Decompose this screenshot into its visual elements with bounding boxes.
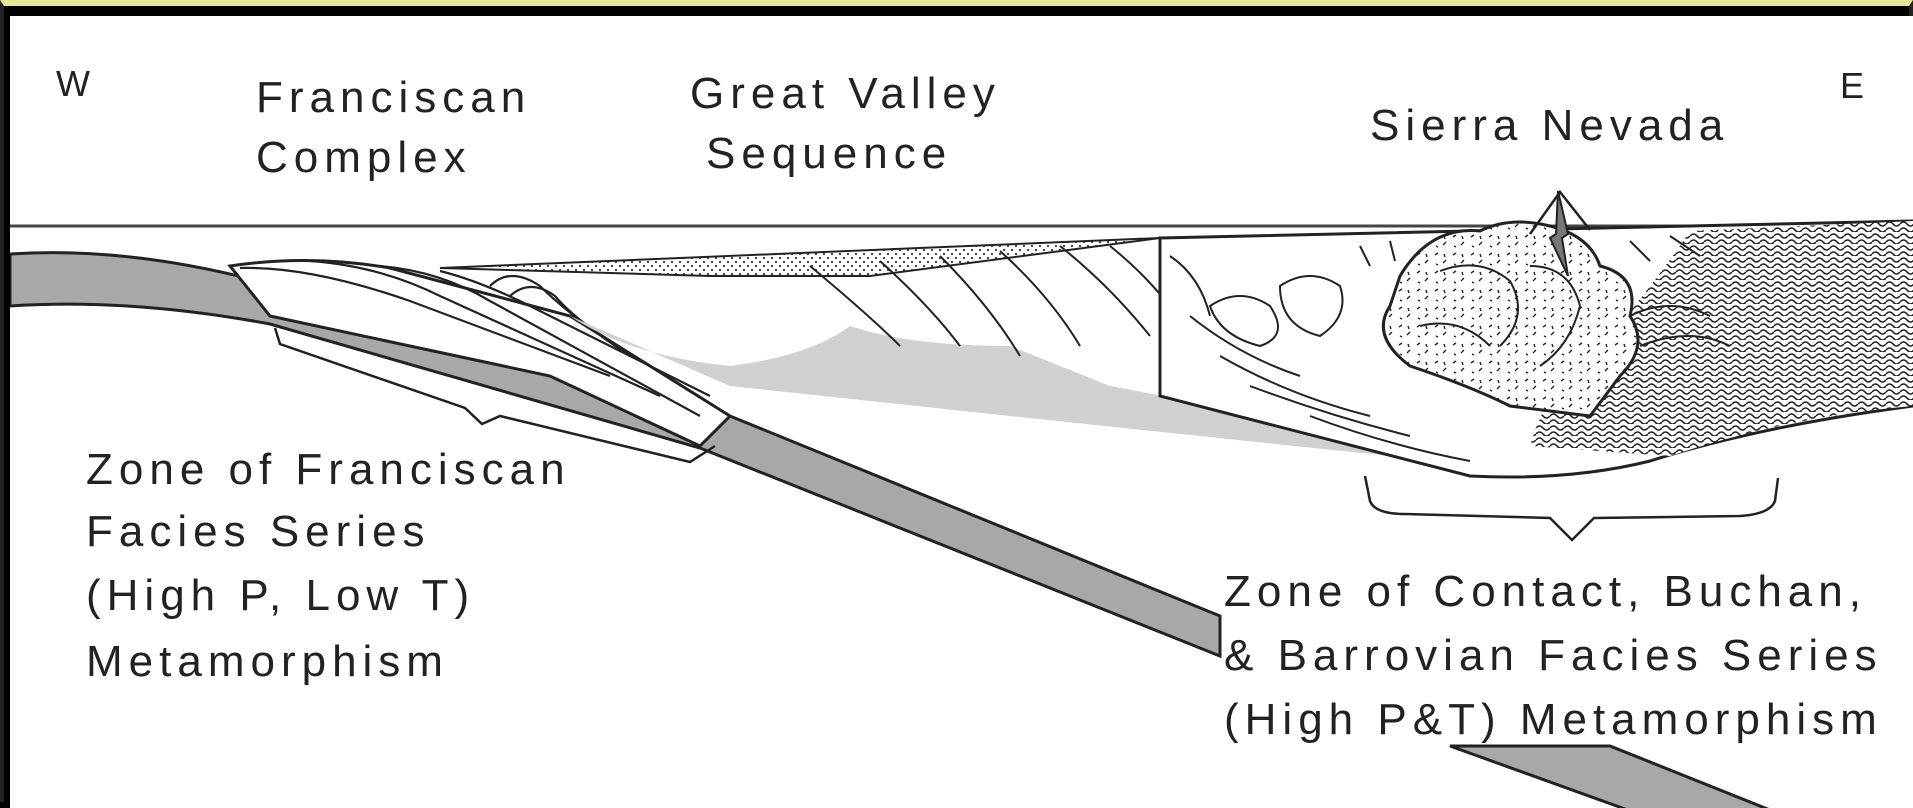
franciscan-zone-line1: Zone of Franciscan — [86, 445, 571, 494]
franciscan-title-line2: Complex — [256, 133, 472, 182]
diagram-panel: W E Franciscan Complex Great Valley Sequ… — [10, 16, 1913, 808]
great-valley-dotted-strata — [440, 238, 1160, 276]
contact-zone-brace — [1365, 476, 1778, 540]
sierra-nevada-title: Sierra Nevada — [1370, 101, 1729, 150]
contact-zone-line1: Zone of Contact, Buchan, — [1224, 567, 1867, 616]
contact-zone-line3: (High P&T) Metamorphism — [1224, 695, 1883, 744]
west-label: W — [56, 63, 96, 104]
subducting-slab-deep — [1450, 746, 1790, 808]
franciscan-zone-line2: Facies Series — [86, 507, 431, 556]
great-valley-title-line1: Great Valley — [690, 69, 1001, 118]
franciscan-title-line1: Franciscan — [256, 73, 531, 122]
east-label: E — [1840, 65, 1870, 106]
cross-section-diagram: W E Franciscan Complex Great Valley Sequ… — [10, 16, 1913, 808]
contact-zone-line2: & Barrovian Facies Series — [1224, 631, 1883, 680]
franciscan-zone-line4: Metamorphism — [86, 637, 449, 686]
great-valley-title-line2: Sequence — [706, 129, 952, 178]
franciscan-zone-line3: (High P, Low T) — [86, 571, 475, 620]
